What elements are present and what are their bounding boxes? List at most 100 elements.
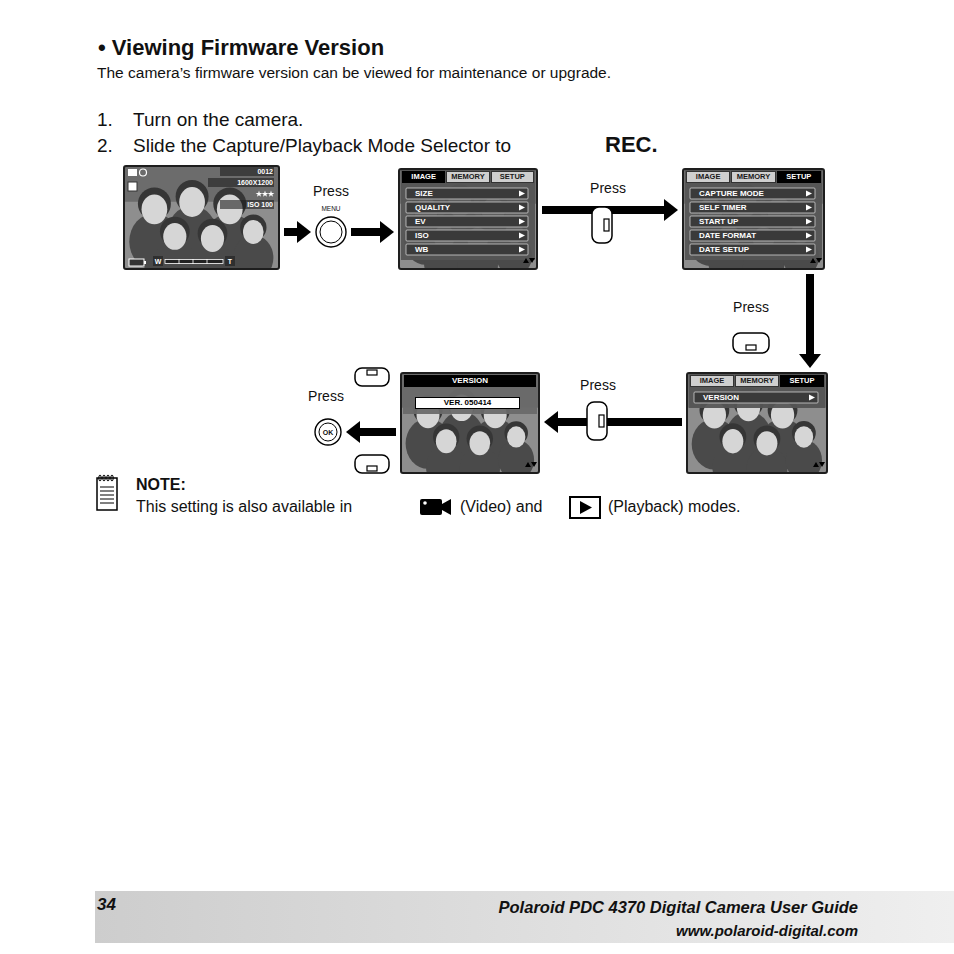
arrow-shaft xyxy=(360,428,396,436)
footer-title: Polaroid PDC 4370 Digital Camera User Gu… xyxy=(499,898,858,918)
note-icon xyxy=(97,475,117,510)
flow-arrow xyxy=(799,274,821,368)
rocker-button xyxy=(355,368,389,386)
rocker-button xyxy=(355,368,389,386)
menu-panel xyxy=(685,170,822,260)
version-number: VER. 050414 xyxy=(415,397,520,409)
menu-bar xyxy=(406,188,528,199)
submenu-arrow xyxy=(806,233,812,239)
note-icon xyxy=(100,491,114,492)
screen-frame xyxy=(683,169,824,269)
lcd-screen-art xyxy=(128,169,137,176)
lcd-screen-art xyxy=(682,168,825,289)
scroll-arrow xyxy=(810,258,816,263)
lcd-screen-art xyxy=(128,182,137,191)
arrow-shaft xyxy=(558,418,682,426)
rocker-button xyxy=(733,333,769,353)
screen-frame xyxy=(687,373,827,473)
submenu-arrow xyxy=(519,191,525,197)
menu-tab: MEMORY xyxy=(731,171,775,183)
menu-item: CAPTURE MODE xyxy=(698,188,801,199)
family-photo xyxy=(507,426,525,447)
playback-icon xyxy=(570,497,600,518)
screen-frame xyxy=(401,373,539,473)
flow-arrow xyxy=(544,411,682,433)
menu-tab: MEMORY xyxy=(735,375,779,387)
menu-tab: SETUP xyxy=(780,375,824,387)
menu-button-art xyxy=(316,217,346,247)
note-icon xyxy=(111,475,113,481)
menu-tab: SETUP xyxy=(491,171,534,183)
submenu-arrow xyxy=(806,219,812,225)
note-icon xyxy=(100,499,114,500)
menu-panel xyxy=(403,374,537,414)
scroll-arrow xyxy=(816,258,822,263)
lcd-screen-art xyxy=(262,190,269,196)
arrow-head xyxy=(544,411,558,433)
family-photo xyxy=(399,169,537,269)
arrow-head xyxy=(346,421,360,443)
family-photo xyxy=(683,169,824,269)
family-photo xyxy=(399,169,537,269)
video-icon xyxy=(442,499,451,515)
scroll-arrow xyxy=(531,462,537,467)
family-photo xyxy=(436,429,457,453)
menu-button-art xyxy=(320,221,342,243)
note-icon xyxy=(107,475,109,481)
version-header: VERSION xyxy=(404,375,536,387)
arrow-head xyxy=(664,199,678,221)
lcd-screen: VERSION VER. 050414 xyxy=(400,372,540,474)
scroll-arrow xyxy=(523,258,529,263)
family-photo xyxy=(683,169,824,269)
arrow-shaft xyxy=(806,274,814,354)
step-text: Turn on the camera. xyxy=(133,109,303,132)
lcd-screen-art xyxy=(123,165,280,293)
family-photo xyxy=(722,429,743,453)
footer-url: www.polaroid-digital.com xyxy=(676,922,858,940)
lcd-screen-art xyxy=(268,190,275,196)
rocker-button xyxy=(367,370,377,375)
menu-item: DATE SETUP xyxy=(698,244,801,255)
scroll-arrow xyxy=(525,462,531,467)
scroll-arrow xyxy=(819,462,825,467)
menu-panel xyxy=(401,170,535,260)
note-icon xyxy=(100,487,114,488)
note-heading: NOTE: xyxy=(136,475,186,494)
rocker-button xyxy=(733,333,769,353)
menu-item: EV xyxy=(414,216,514,227)
submenu-arrow xyxy=(519,219,525,225)
button-label: OK xyxy=(314,418,342,446)
note-text: (Video) and xyxy=(460,497,542,516)
screen-readout: ISO 100 xyxy=(220,200,274,209)
press-label: Press xyxy=(588,180,628,197)
lcd-screen-art xyxy=(193,259,194,264)
arrow-shaft xyxy=(351,228,380,236)
rocker-button xyxy=(355,455,389,473)
step-number: 1. xyxy=(97,109,113,132)
playback-icon xyxy=(570,497,600,518)
family-photo xyxy=(469,431,490,455)
submenu-arrow xyxy=(519,233,525,239)
menu-bar xyxy=(406,202,528,213)
video-icon xyxy=(423,501,427,505)
ok-button-art xyxy=(315,419,341,445)
lcd-screen-art xyxy=(686,372,828,492)
rocker-button xyxy=(587,402,607,440)
lcd-screen-shape xyxy=(400,372,540,474)
rocker-button xyxy=(592,207,612,243)
note-icon xyxy=(99,475,101,481)
press-label: Press xyxy=(286,387,366,404)
menu-item: START UP xyxy=(698,216,801,227)
menu-tab: IMAGE xyxy=(690,375,734,387)
arrow-head xyxy=(380,221,394,243)
scroll-arrow xyxy=(813,462,819,467)
family-photo xyxy=(163,223,186,250)
lcd-screen-shape xyxy=(686,372,828,474)
video-icon xyxy=(420,499,451,515)
page-title: • Viewing Firmware Version xyxy=(98,35,384,61)
menu-bar xyxy=(406,230,528,241)
lcd-screen: IMAGEMEMORYSETUPVERSION xyxy=(686,372,828,474)
menu-tab: IMAGE xyxy=(402,171,445,183)
menu-tab: SETUP xyxy=(777,171,821,183)
